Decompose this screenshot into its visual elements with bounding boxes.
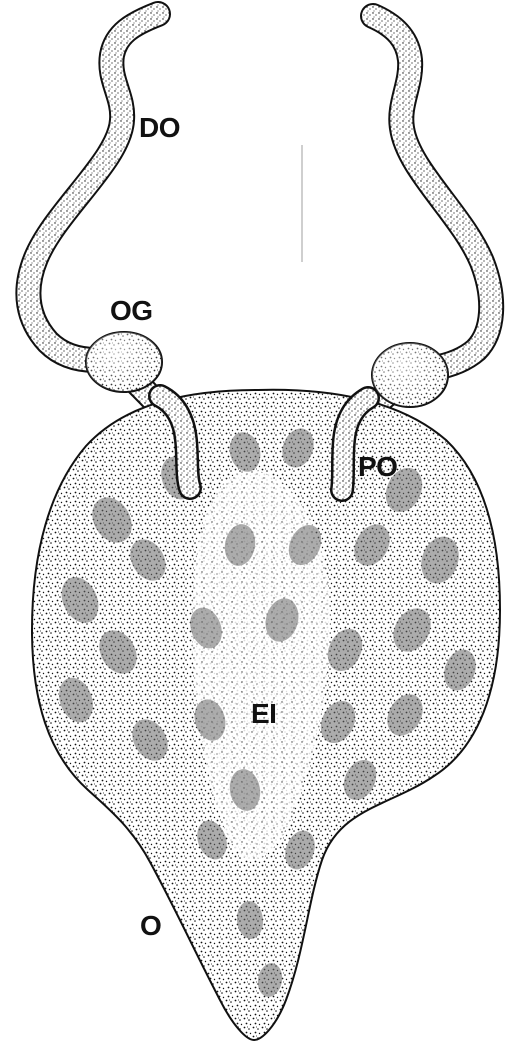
label-ovipositor: O [140, 912, 161, 940]
label-distal-oviduct: DO [139, 114, 180, 142]
label-eggs: EI [251, 700, 276, 728]
oviduct-gland-right [372, 343, 448, 407]
oviduct-gland-left [86, 332, 162, 392]
label-proximal-oviduct: PO [358, 453, 397, 481]
label-oviduct-gland: OG [110, 297, 153, 325]
